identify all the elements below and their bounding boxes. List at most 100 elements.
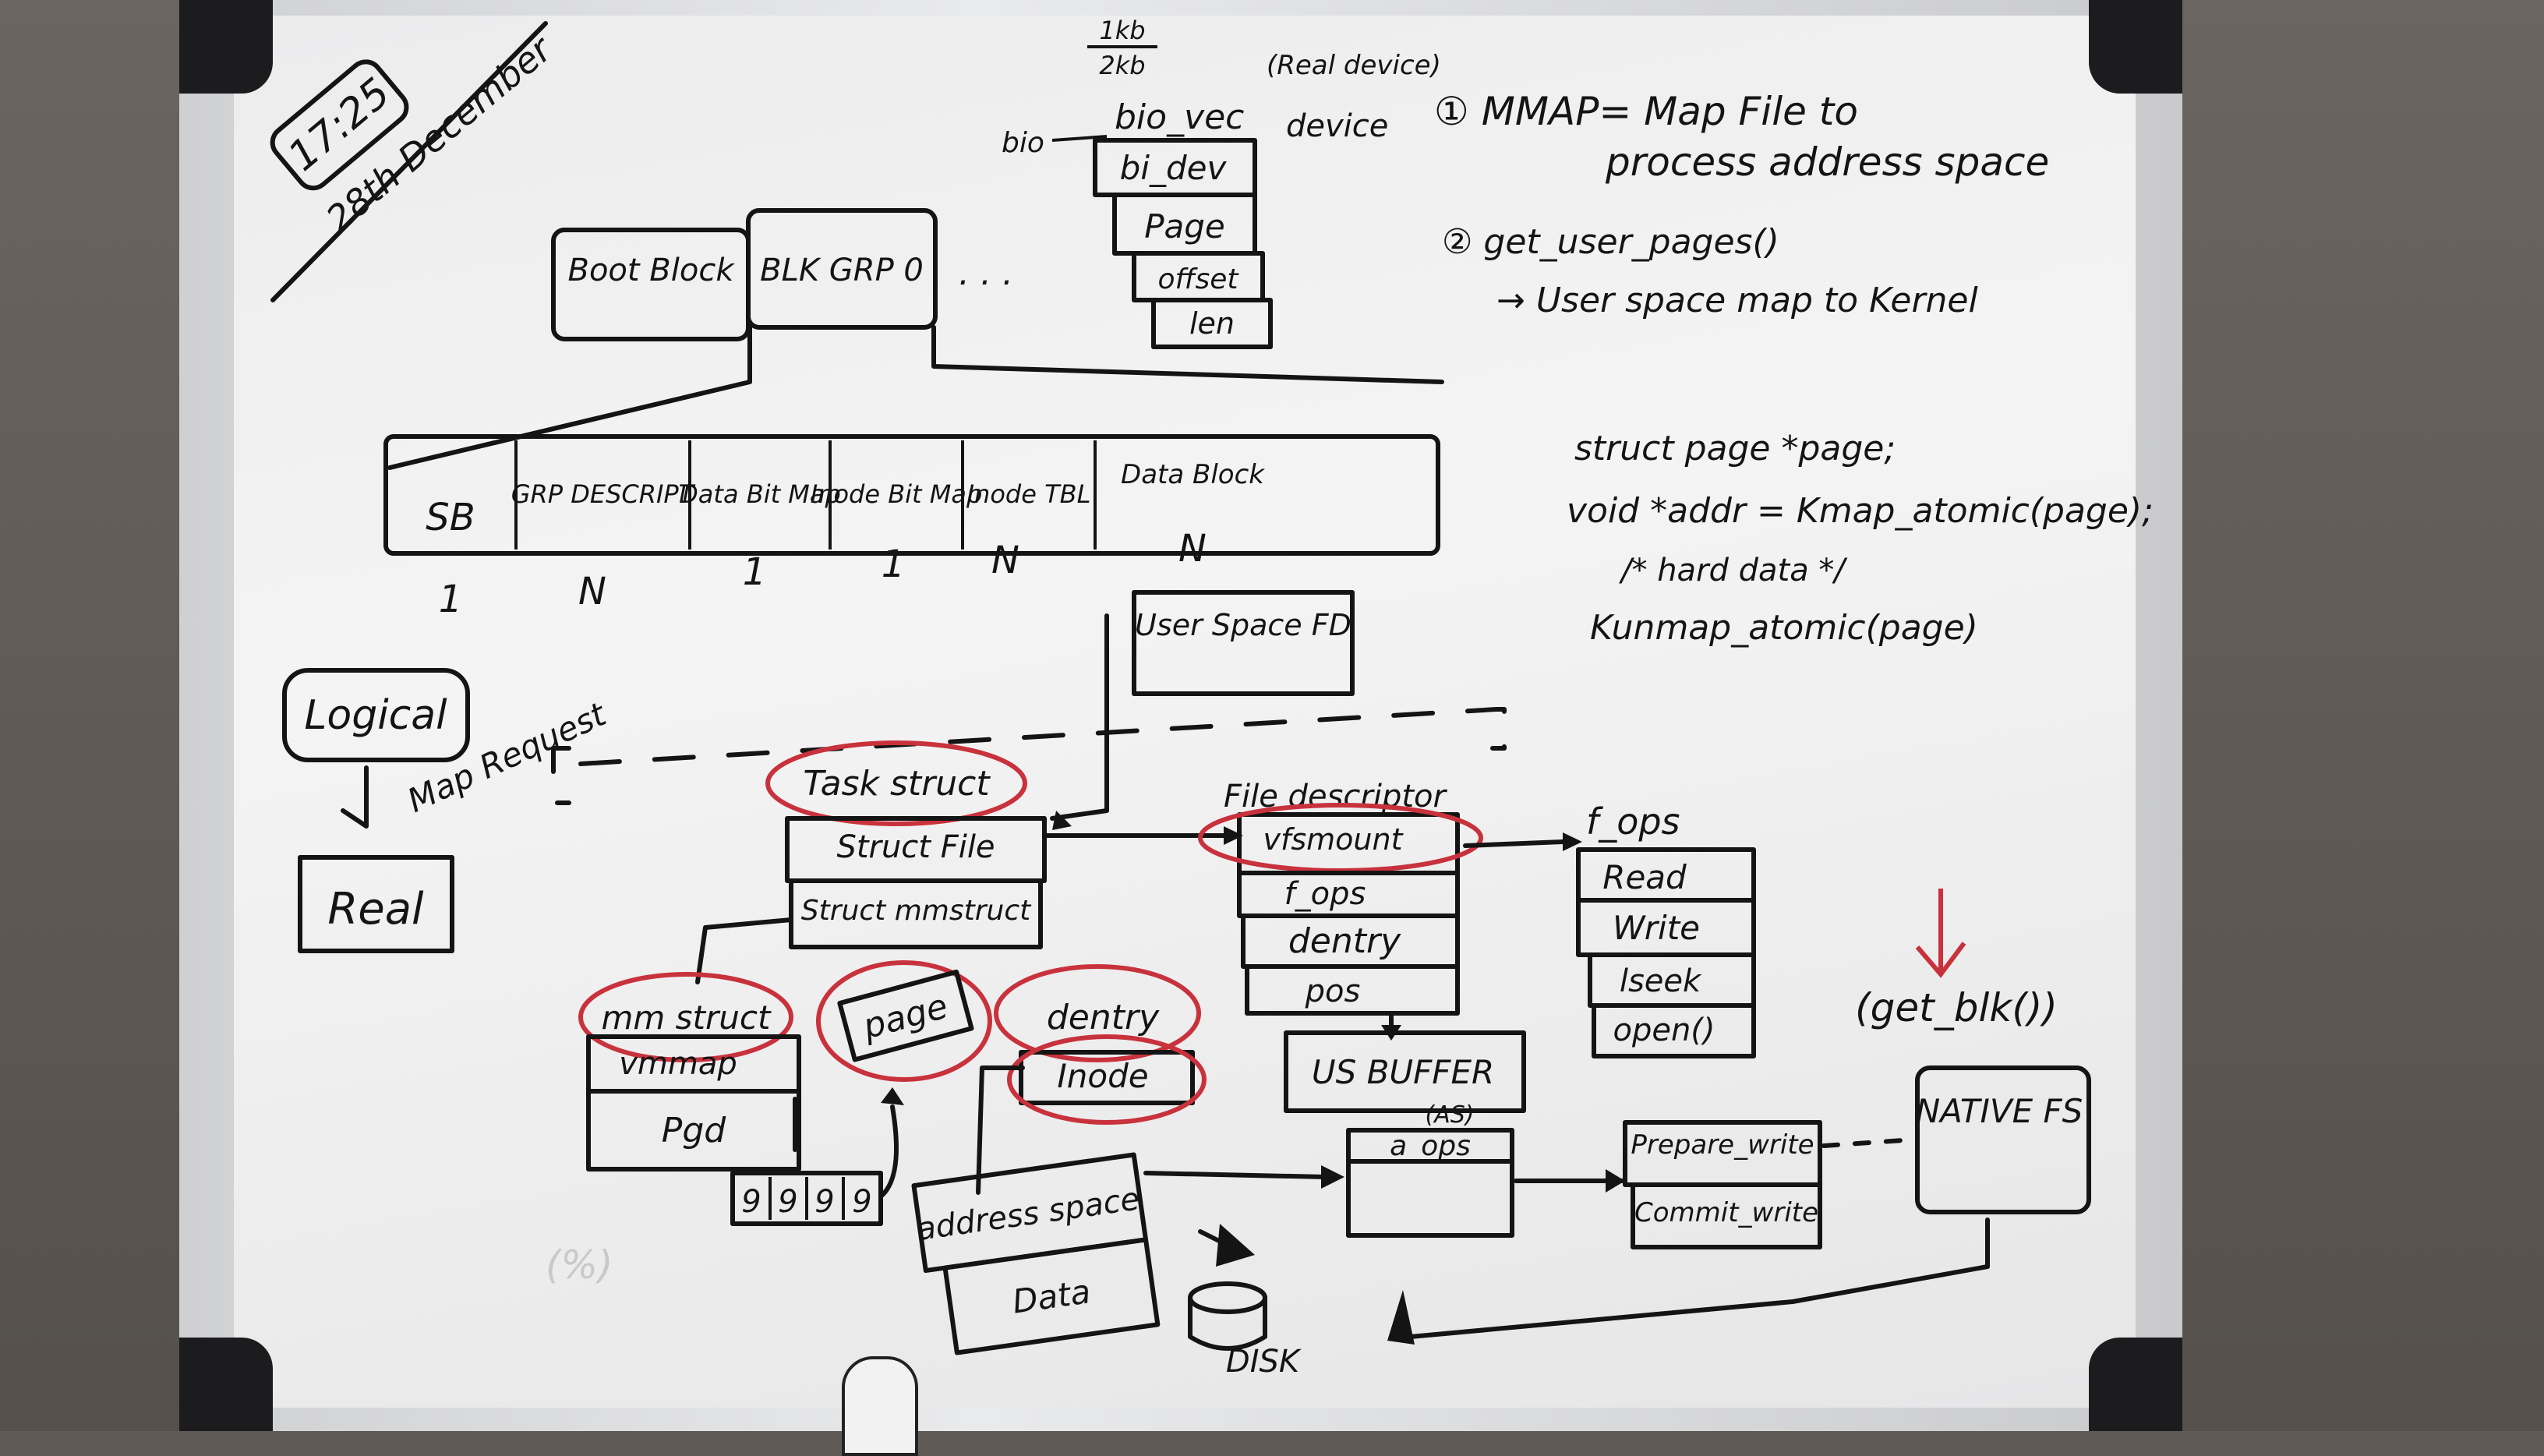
native-fs-box xyxy=(1915,1065,2091,1214)
struct-mm-label: Struct mmstruct xyxy=(801,895,1032,927)
fd-dentry-label: dentry xyxy=(1288,921,1401,961)
frame-corner-top-left xyxy=(179,0,273,94)
header-divider-line xyxy=(270,21,548,302)
bio-offset: offset xyxy=(1157,263,1239,295)
fraction-top: 1kb xyxy=(1099,16,1145,45)
fops-lseek: lseek xyxy=(1620,963,1702,999)
nativefs-to-disk-line xyxy=(1408,1217,1990,1339)
inode-to-as-connector xyxy=(976,1065,1025,1195)
bio-label: bio xyxy=(1002,127,1044,159)
prepare-write-label: Prepare_write xyxy=(1631,1129,1814,1161)
bio-page: Page xyxy=(1144,207,1225,246)
code-struct-page: struct page *page; xyxy=(1574,429,1896,468)
task-arrowhead xyxy=(1052,811,1072,830)
page-cell-4: 9 xyxy=(852,1184,871,1220)
mm-struct-title: mm struct xyxy=(602,998,772,1037)
real-box xyxy=(298,855,454,953)
get-blk-label: (get_blk()) xyxy=(1855,985,2058,1030)
struct-file-label: Struct File xyxy=(836,829,995,865)
fd-fops-label: f_ops xyxy=(1284,876,1366,912)
note-mmap-cont: process address space xyxy=(1605,140,2049,185)
count-inode-tbl: N xyxy=(991,539,1019,582)
field-data-bitmap: Data Bit Map xyxy=(679,479,841,509)
block-group-dividers xyxy=(514,440,1097,550)
fd-to-fops-arrowhead xyxy=(1563,832,1582,851)
address-space-label: address space xyxy=(914,1181,1142,1248)
note-user-space-map: → User space map to Kernel xyxy=(1496,281,1978,320)
userspace-fd-label: User Space FD xyxy=(1135,608,1352,642)
count-inode-bitmap: 1 xyxy=(882,542,906,586)
commit-write-label: Commit_write xyxy=(1634,1197,1818,1228)
mm-struct-highlight xyxy=(578,972,793,1062)
fd-row-pos xyxy=(1245,964,1460,1016)
real-device-note: (Real device) xyxy=(1267,50,1441,81)
expand-line-left xyxy=(387,325,752,470)
code-kmap-atomic: void *addr = Kmap_atomic(page); xyxy=(1567,491,2154,531)
fops-write: Write xyxy=(1613,909,1700,947)
field-inode-bitmap: Inode Bit Map xyxy=(811,479,983,509)
disk-body xyxy=(1188,1295,1267,1351)
bio-stack xyxy=(1093,138,1273,349)
frame-corner-bottom-left xyxy=(179,1338,273,1431)
address-space-data-row xyxy=(942,1237,1161,1355)
count-sb: 1 xyxy=(439,578,463,621)
file-to-fd-arrowhead xyxy=(1224,826,1243,845)
vmmap-label: vmmap xyxy=(619,1046,737,1082)
block-group-detail xyxy=(383,434,1440,556)
native-fs-label: NATIVE FS xyxy=(1916,1092,2083,1130)
blk-grp-box xyxy=(746,208,938,330)
inode-highlight xyxy=(1007,1034,1207,1125)
bio-bi-dev: bi_dev xyxy=(1120,149,1228,187)
as-to-aops-arrowhead xyxy=(1321,1165,1344,1189)
logical-box xyxy=(282,668,470,762)
fops-row-open xyxy=(1592,1003,1756,1058)
real-label: Real xyxy=(327,884,424,935)
map-request-arrow xyxy=(341,765,369,829)
prepare-to-nativefs-dash xyxy=(1821,1137,1916,1148)
device-note: device xyxy=(1286,108,1388,144)
note-mmap: ① MMAP= Map File to xyxy=(1434,89,1858,134)
as-to-disk-arrowhead xyxy=(1216,1224,1255,1267)
fops-title: f_ops xyxy=(1586,800,1680,843)
bio-stack-row-len xyxy=(1151,298,1273,349)
us-buffer-label: US BUFFER xyxy=(1312,1053,1494,1091)
vfsmount-label: vfsmount xyxy=(1263,822,1404,857)
expand-line-right xyxy=(931,325,1444,384)
bio-len: len xyxy=(1189,306,1235,341)
page-box xyxy=(837,969,974,1062)
count-data-block: N xyxy=(1178,527,1207,571)
task-struct-row-mm xyxy=(789,878,1043,949)
page-table-arrow xyxy=(878,1104,899,1199)
pgd-label: Pgd xyxy=(662,1111,726,1150)
get-blk-red-arrowhead xyxy=(1915,942,1966,978)
disk-label: DISK xyxy=(1226,1344,1302,1380)
faint-erased-mark: (%) xyxy=(546,1242,613,1288)
dentry-highlight xyxy=(994,964,1201,1062)
bio-connector xyxy=(1051,135,1108,142)
us-buffer-box xyxy=(1284,1030,1526,1113)
fd-to-fops-arrow xyxy=(1463,839,1565,848)
disk-top xyxy=(1188,1281,1267,1314)
note-get-user-pages: ② get_user_pages() xyxy=(1442,222,1779,262)
field-grp-descript: GRP DESCRIPT xyxy=(511,479,696,509)
fraction-bottom: 2kb xyxy=(1099,51,1145,80)
fops-read: Read xyxy=(1602,858,1687,896)
blocks-ellipsis: . . . xyxy=(959,253,1013,293)
fd-pos-label: pos xyxy=(1305,974,1361,1009)
field-sb: SB xyxy=(426,496,475,539)
bio-vec-label: bio_vec xyxy=(1115,97,1244,137)
address-space-data-label: Data xyxy=(1010,1272,1093,1320)
count-grp: N xyxy=(578,570,606,613)
mm-connector xyxy=(695,917,793,984)
mm-row-pgd xyxy=(586,1089,801,1172)
boot-block-label: Boot Block xyxy=(568,253,736,288)
aops-label: a_ops xyxy=(1390,1130,1471,1162)
frame-corner-top-right xyxy=(2089,0,2182,94)
fops-open: open() xyxy=(1613,1012,1715,1048)
task-struct-title: Task struct xyxy=(803,764,991,804)
time-box xyxy=(270,59,409,191)
page-cell-1: 9 xyxy=(741,1184,761,1220)
page-highlight xyxy=(816,960,992,1082)
dentry-title: dentry xyxy=(1047,998,1160,1037)
